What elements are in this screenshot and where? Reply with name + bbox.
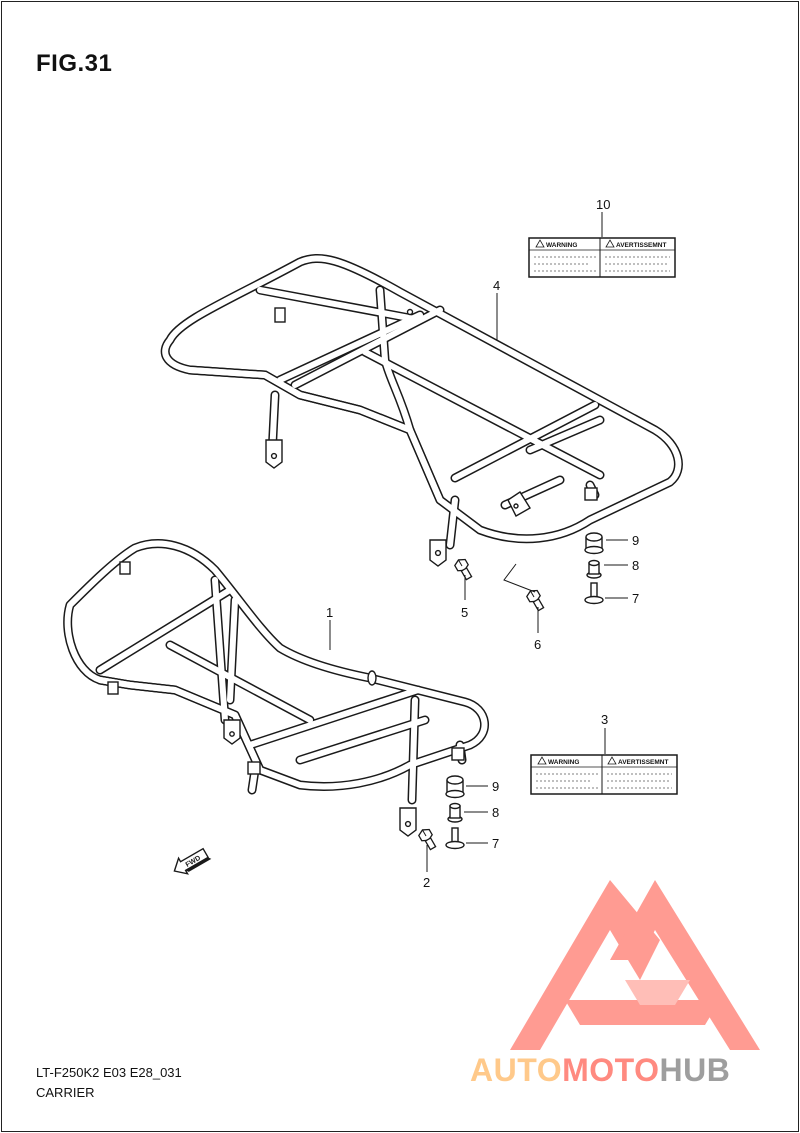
grommet-9-lower (445, 775, 465, 799)
callout-4: 4 (493, 278, 500, 293)
callout-5: 5 (461, 605, 468, 620)
front-carrier-inner (64, 540, 488, 803)
figure-code: LT-F250K2 E03 E28_031 (36, 1065, 182, 1080)
bolt-7-upper (584, 582, 604, 605)
warning-triangle-icon (607, 756, 617, 765)
warning-label-10: WARNING AVERTISSEMNT (528, 237, 676, 278)
leader-lines (329, 212, 628, 872)
label-warning-text: WARNING (548, 759, 579, 766)
fwd-arrow-icon: FWD (173, 847, 212, 875)
callout-10: 10 (596, 197, 610, 212)
bolt-2 (416, 826, 439, 852)
collar-8-upper (586, 559, 602, 579)
watermark-part-moto: MOTO (562, 1052, 660, 1088)
label-avert-text: AVERTISSEMNT (616, 242, 666, 249)
warning-triangle-icon (537, 756, 547, 765)
bolt-6 (524, 587, 547, 613)
label-warning-text: WARNING (546, 242, 577, 249)
warning-triangle-icon (535, 239, 545, 248)
rear-carrier-inner (162, 255, 682, 548)
bolt-7-lower (445, 827, 465, 850)
callout-7-upper: 7 (632, 591, 639, 606)
warning-label-3: WARNING AVERTISSEMNT (530, 754, 678, 795)
figure-title: FIG.31 (36, 50, 113, 77)
watermark-part-hub: HUB (659, 1052, 731, 1088)
collar-8-lower (447, 802, 463, 823)
callout-8-upper: 8 (632, 558, 639, 573)
front-carrier-brackets (107, 561, 465, 837)
callout-7-lower: 7 (492, 836, 499, 851)
watermark-logo-icon (510, 880, 760, 1050)
callout-8-lower: 8 (492, 805, 499, 820)
label-avert-text: AVERTISSEMNT (618, 759, 668, 766)
callout-9-upper: 9 (632, 533, 639, 548)
bolt-5 (452, 556, 475, 582)
grommet-9-upper (584, 532, 604, 555)
callout-1: 1 (326, 605, 333, 620)
watermark-text: AUTOMOTOHUB (470, 1052, 730, 1089)
callout-2: 2 (423, 875, 430, 890)
callout-3: 3 (601, 712, 608, 727)
watermark-part-auto: AUTO (470, 1052, 563, 1088)
rear-carrier-brackets (265, 307, 598, 567)
warning-triangle-icon (605, 239, 615, 248)
callout-9-lower: 9 (492, 779, 499, 794)
figure-name: CARRIER (36, 1085, 95, 1100)
callout-numbers: 10 4 9 8 7 5 6 1 3 9 8 7 2 (326, 197, 639, 890)
callout-6: 6 (534, 637, 541, 652)
